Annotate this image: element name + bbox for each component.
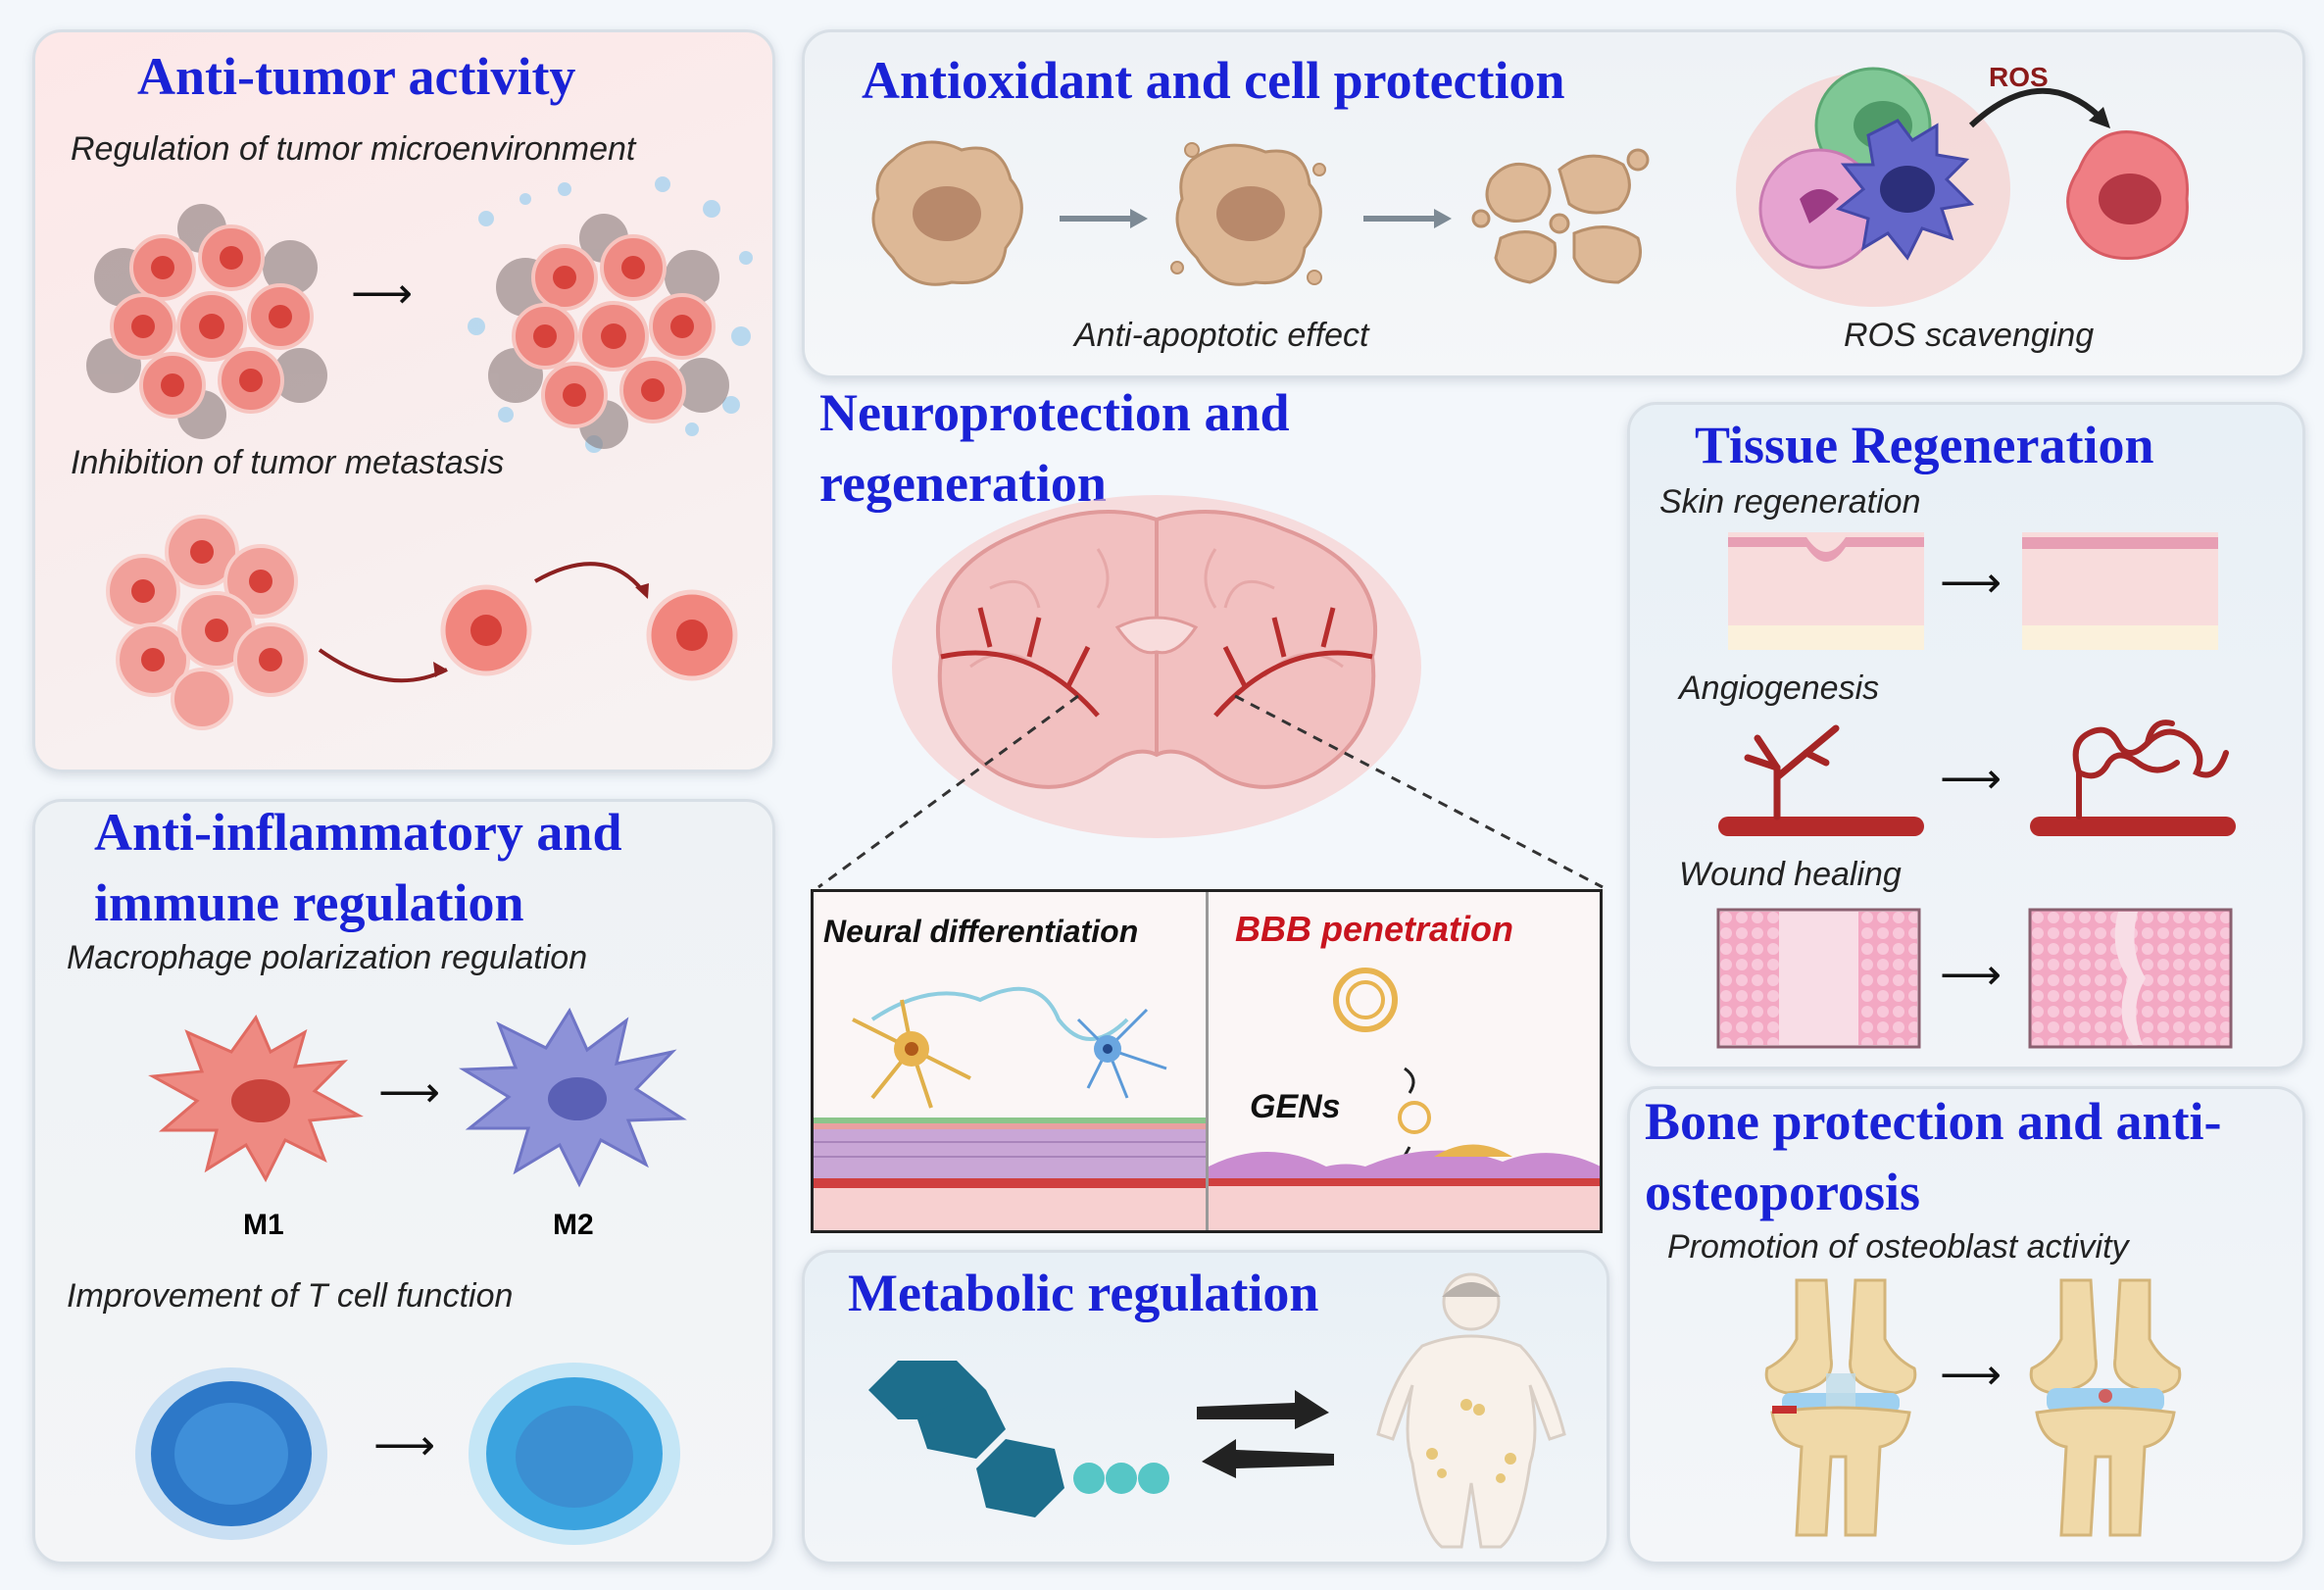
gens-label: GENs	[1250, 1088, 1341, 1125]
zoom-box-divider	[1206, 892, 1209, 1230]
neuro-zoom-box: Neural differentiation BBB penetration G…	[811, 889, 1603, 1233]
osteoblast-label: Promotion of osteoblast activity	[1667, 1228, 2129, 1266]
wound-before-icon	[1716, 908, 1921, 1049]
angiogenesis-before-icon	[1718, 724, 1924, 836]
bbb-penetration-label: BBB penetration	[1235, 909, 1514, 949]
antioxidant-title: Antioxidant and cell protection	[862, 51, 1565, 110]
bone-arrow: ⟶	[1940, 1351, 2003, 1399]
knee-after-icon	[2029, 1278, 2182, 1537]
tumor-arrow-1: ⟶	[351, 270, 414, 318]
angiogenesis-label: Angiogenesis	[1679, 670, 1880, 707]
knee-before-icon	[1764, 1278, 1917, 1537]
anti-tumor-panel: Anti-tumor activity Regulation of tumor …	[32, 29, 775, 772]
neuro-title-line2: regeneration	[819, 454, 1107, 513]
ros-label: ROS	[1989, 62, 2049, 92]
m1-label: M1	[243, 1209, 284, 1241]
skin-after-icon	[2022, 532, 2218, 650]
tissue-title: Tissue Regeneration	[1695, 416, 2154, 474]
skin-before-icon	[1728, 532, 1924, 650]
brain-illustration	[892, 495, 1421, 838]
neural-differentiation-label: Neural differentiation	[823, 914, 1139, 949]
tumor-metastasis-label: Inhibition of tumor metastasis	[71, 444, 505, 481]
angiogenesis-after-icon	[2030, 720, 2236, 836]
wound-after-icon	[2028, 908, 2233, 1049]
anti-apoptotic-caption: Anti-apoptotic effect	[1074, 317, 1369, 354]
bone-protection-panel: Bone protection and anti- osteoporosis P…	[1627, 1086, 2305, 1565]
t-cell-after-icon	[469, 1363, 680, 1545]
m2-macrophage-icon	[458, 1007, 687, 1188]
bone-title-line1: Bone protection and anti-	[1645, 1092, 2222, 1151]
wound-healing-label: Wound healing	[1679, 856, 1902, 893]
metabolic-title: Metabolic regulation	[848, 1264, 1319, 1322]
ros-scavenging-caption: ROS scavenging	[1844, 317, 2095, 354]
bbb-penetration-illustration	[1209, 968, 1600, 1230]
t-cell-arrow: ⟶	[373, 1421, 436, 1469]
tumor-cluster-dispersed-icon	[468, 176, 753, 453]
tumor-cluster-icon	[86, 204, 327, 439]
anti-tumor-title: Anti-tumor activity	[137, 47, 576, 106]
apoptosis-sequence-illustration	[871, 140, 1650, 286]
neuro-title-line1: Neuroprotection and	[819, 383, 1290, 442]
zoom-dashed-lines	[817, 694, 1604, 889]
macrophage-arrow: ⟶	[378, 1068, 441, 1117]
metabolic-panel: Metabolic regulation	[802, 1250, 1609, 1565]
anti-inflammatory-panel: Anti-inflammatory and immune regulation …	[32, 799, 775, 1565]
anti-inflammatory-title-line1: Anti-inflammatory and	[94, 803, 622, 862]
metastasis-illustration	[106, 515, 738, 730]
skin-regeneration-label: Skin regeneration	[1659, 483, 1921, 521]
skin-arrow: ⟶	[1940, 559, 2003, 607]
anti-inflammatory-title-line2: immune regulation	[94, 873, 524, 932]
m2-label: M2	[553, 1209, 594, 1241]
molecule-illustration	[868, 1361, 1169, 1517]
m1-macrophage-icon	[148, 1014, 364, 1183]
bone-title-line2: osteoporosis	[1645, 1163, 1921, 1221]
wound-arrow: ⟶	[1940, 951, 2003, 999]
bidirectional-arrows	[1197, 1390, 1334, 1478]
t-cell-before-icon	[135, 1367, 327, 1540]
angiogenesis-arrow: ⟶	[1940, 755, 2003, 803]
antioxidant-panel: Antioxidant and cell protection Anti-apo…	[802, 29, 2305, 378]
neural-differentiation-illustration	[814, 986, 1206, 1230]
human-body-icon	[1376, 1272, 1566, 1549]
tissue-regeneration-panel: Tissue Regeneration Skin regeneration ⟶ …	[1627, 402, 2305, 1069]
t-cell-label: Improvement of T cell function	[67, 1277, 514, 1315]
macrophage-label: Macrophage polarization regulation	[67, 939, 588, 976]
tumor-microenvironment-label: Regulation of tumor microenvironment	[71, 130, 636, 168]
ros-scavenging-illustration	[1736, 67, 2189, 307]
